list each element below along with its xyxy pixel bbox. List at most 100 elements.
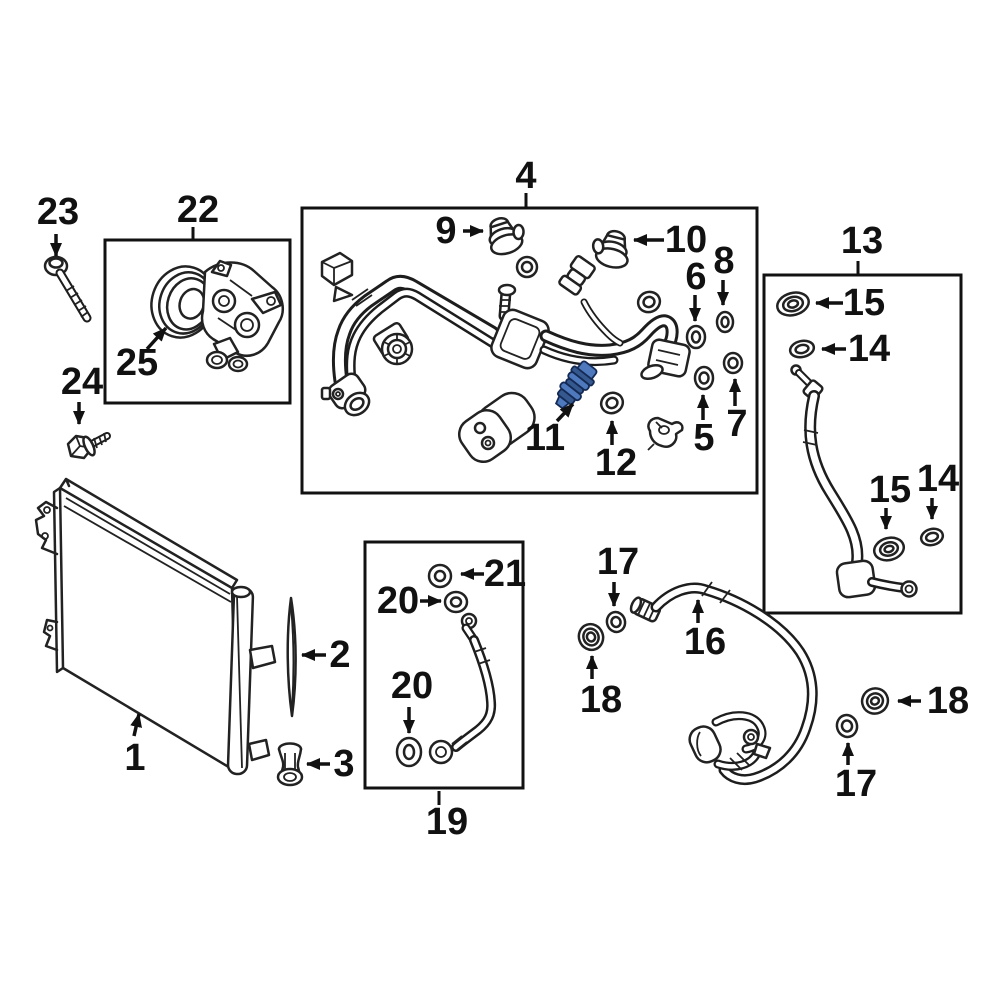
callout-16: 16 — [684, 599, 726, 663]
callout-20-top: 20 — [377, 580, 442, 622]
part-seal-15-bottom — [872, 536, 906, 562]
group-box-13 — [762, 273, 963, 615]
callout-12: 12 — [595, 420, 637, 484]
part-valve-cap-10 — [591, 229, 629, 269]
group-box-22 — [103, 238, 292, 405]
part-pressure-sensor-11-highlighted — [554, 360, 598, 410]
part-oring-14-top — [788, 339, 816, 359]
part-oring-upper-right — [636, 290, 662, 314]
callout-14-top-label: 14 — [848, 328, 890, 370]
tube-end-connector — [320, 372, 371, 417]
callout-8: 8 — [713, 240, 735, 306]
callout-24-label: 24 — [61, 361, 103, 403]
part-seal-strip-2 — [286, 596, 297, 718]
callout-22: 22 — [177, 189, 219, 239]
callout-8-label: 8 — [713, 240, 734, 282]
callout-5-label: 5 — [693, 417, 714, 459]
part-hose-19 — [395, 563, 497, 768]
callout-20-bottom-label: 20 — [391, 665, 433, 707]
callout-5: 5 — [693, 394, 715, 459]
callout-17-left-label: 17 — [597, 541, 639, 583]
group-box-4 — [300, 206, 759, 495]
callout-1-arrow — [130, 713, 142, 737]
callout-1: 1 — [124, 713, 146, 779]
callout-23: 23 — [37, 191, 79, 257]
part-oring-6 — [685, 324, 707, 350]
callout-15-bottom-label: 15 — [869, 469, 911, 511]
part-oring-12 — [599, 391, 625, 415]
callout-2: 2 — [301, 634, 351, 676]
callout-19-label: 19 — [426, 801, 468, 843]
callout-3: 3 — [306, 743, 355, 785]
callout-14-bottom-label: 14 — [917, 458, 959, 500]
callout-7-label: 7 — [726, 403, 747, 445]
port-fitting — [558, 255, 596, 296]
part-valve-cap-9 — [488, 216, 525, 256]
part-oring-14-bottom — [919, 527, 945, 547]
part-oring-17-left — [605, 610, 627, 634]
part-compressor-22 — [150, 259, 285, 373]
callout-10-label: 10 — [665, 219, 707, 261]
callout-4: 4 — [515, 155, 537, 207]
callout-23-label: 23 — [37, 191, 79, 233]
callout-15-top: 15 — [815, 282, 885, 324]
part-muffler — [458, 391, 536, 463]
part-bracket-clip — [647, 416, 684, 451]
hose-end-fitting — [629, 596, 662, 623]
callout-13: 13 — [841, 220, 883, 274]
part-condenser-1 — [34, 477, 277, 776]
callout-17-left: 17 — [597, 541, 639, 607]
part-seal-18-right — [860, 687, 890, 715]
callout-17-right-label: 17 — [835, 763, 877, 805]
callout-3-label: 3 — [333, 743, 354, 785]
callout-11: 11 — [525, 402, 575, 459]
part-hose-13 — [776, 291, 945, 599]
callout-19: 19 — [426, 791, 468, 843]
part-bolt-24 — [66, 432, 111, 460]
callout-15-bottom: 15 — [869, 469, 911, 530]
part-oring-under-cap9 — [515, 255, 539, 279]
callout-20-top-label: 20 — [377, 580, 419, 622]
part-tube-assembly-4 — [320, 216, 744, 463]
callout-25-arrow — [145, 326, 168, 351]
callout-21: 21 — [460, 553, 526, 595]
part-oring-7 — [722, 351, 744, 375]
callout-15-top-label: 15 — [843, 282, 885, 324]
callout-17-right: 17 — [835, 742, 877, 805]
hose-manifold-fitting — [688, 711, 772, 771]
callout-22-label: 22 — [177, 189, 219, 231]
part-grommet-21 — [427, 563, 453, 589]
callout-25-label: 25 — [116, 342, 158, 384]
group-box-19 — [363, 540, 525, 790]
part-bolt-23 — [43, 255, 92, 323]
callout-2-label: 2 — [329, 634, 350, 676]
part-hose-16 — [577, 581, 890, 786]
part-oring-17-right — [835, 713, 859, 739]
callout-13-label: 13 — [841, 220, 883, 262]
callout-21-label: 21 — [484, 553, 526, 595]
part-seal-15-top — [776, 291, 810, 317]
callout-1-label: 1 — [124, 737, 145, 779]
callout-16-label: 16 — [684, 621, 726, 663]
part-oring-5 — [693, 365, 715, 391]
right-end-fitting — [640, 338, 691, 381]
callouts-layer: 1 2 3 4 5 6 7 8 — [37, 155, 969, 843]
callout-11-arrow — [555, 402, 575, 423]
part-oring-20-bottom — [395, 736, 423, 768]
tube-clip — [320, 251, 354, 303]
manifold-block — [490, 283, 550, 370]
part-insulator-3 — [276, 742, 304, 787]
callout-10: 10 — [633, 219, 707, 261]
callout-9-label: 9 — [435, 210, 456, 252]
callout-18-left-label: 18 — [580, 679, 622, 721]
callout-24: 24 — [61, 361, 103, 425]
tube-junction-flange — [372, 321, 414, 366]
callout-18-right: 18 — [897, 680, 969, 722]
callout-9: 9 — [435, 210, 484, 252]
callout-18-left: 18 — [580, 655, 622, 721]
callout-14-top: 14 — [821, 328, 890, 370]
callout-7: 7 — [726, 378, 748, 445]
part-oring-20-top — [443, 590, 469, 614]
callout-25: 25 — [116, 326, 168, 384]
